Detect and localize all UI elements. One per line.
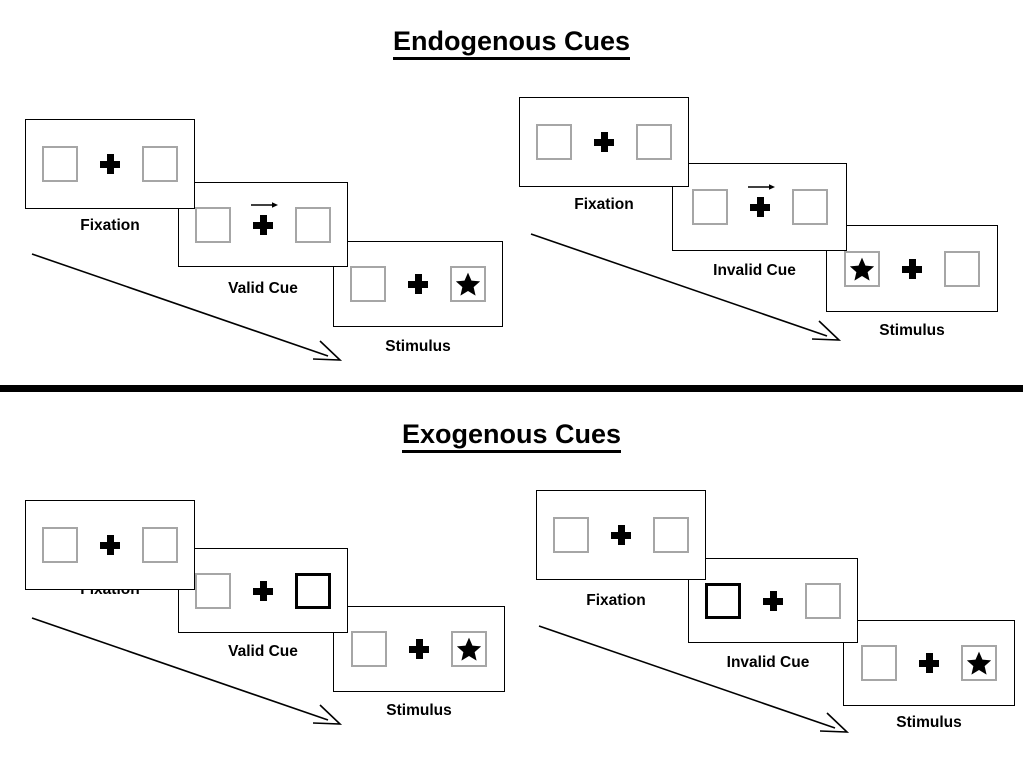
panel-endogenous-valid-fixation — [25, 119, 195, 209]
right-box-with-target — [450, 266, 486, 302]
plus-icon — [408, 274, 428, 294]
right-box-with-target — [961, 645, 997, 681]
plus-icon — [594, 132, 614, 152]
panel-label-exogenous-invalid-stimulus: Stimulus — [896, 714, 962, 731]
section-title-endogenous: Endogenous Cues — [0, 26, 1023, 60]
arrow-right-icon — [747, 184, 775, 190]
panel-label-endogenous-valid-stimulus: Stimulus — [385, 338, 451, 355]
right-box — [944, 250, 980, 287]
plus-icon — [253, 214, 273, 235]
left-box — [350, 266, 386, 302]
arrow-right-icon — [251, 201, 278, 208]
panel-label-exogenous-valid-cue: Valid Cue — [228, 643, 298, 660]
panel-label-endogenous-invalid-fixation: Fixation — [574, 196, 634, 213]
left-box — [553, 517, 589, 553]
plus-icon — [253, 580, 273, 601]
panel-exogenous-valid-cue — [178, 548, 348, 633]
panel-exogenous-invalid-stimulus — [843, 620, 1015, 706]
section-divider — [0, 385, 1023, 392]
panel-endogenous-valid-cue — [178, 182, 348, 267]
panel-label-endogenous-invalid-cue: Invalid Cue — [713, 262, 796, 279]
panel-endogenous-valid-stimulus — [333, 241, 503, 327]
right-box — [791, 189, 828, 225]
plus-icon — [919, 653, 939, 673]
section-title-exogenous-text: Exogenous Cues — [401, 419, 622, 453]
central-cue — [747, 184, 775, 217]
panel-label-exogenous-invalid-cue: Invalid Cue — [726, 654, 810, 671]
plus-icon — [100, 535, 120, 555]
central-cue — [251, 201, 278, 235]
right-box — [653, 517, 689, 553]
plus-icon — [611, 525, 631, 545]
left-box-cued — [705, 582, 741, 619]
right-box — [805, 582, 841, 619]
left-box — [42, 527, 78, 563]
panel-exogenous-invalid-fixation — [536, 490, 706, 580]
left-box-with-target — [844, 250, 880, 287]
left-box — [42, 146, 78, 182]
star-icon — [849, 257, 875, 281]
left-box — [536, 124, 572, 160]
right-box-cued — [295, 572, 331, 609]
panel-label-exogenous-valid-stimulus: Stimulus — [386, 702, 452, 719]
right-box — [142, 527, 178, 563]
panel-exogenous-valid-fixation — [25, 500, 195, 590]
star-icon — [456, 637, 482, 661]
panel-label-endogenous-valid-cue: Valid Cue — [228, 280, 298, 297]
left-box — [861, 645, 897, 681]
right-box — [142, 146, 178, 182]
panel-endogenous-invalid-stimulus — [826, 225, 998, 312]
left-box — [351, 631, 387, 667]
panel-exogenous-invalid-cue — [688, 558, 858, 643]
panel-endogenous-invalid-fixation — [519, 97, 689, 187]
section-title-exogenous: Exogenous Cues — [0, 419, 1023, 453]
panel-endogenous-invalid-cue — [672, 163, 847, 251]
panel-label-endogenous-valid-fixation: Fixation — [80, 217, 140, 234]
panel-label-endogenous-invalid-stimulus: Stimulus — [879, 322, 945, 339]
star-icon — [455, 272, 481, 296]
left-box — [195, 206, 231, 243]
plus-icon — [763, 590, 783, 611]
right-box — [295, 206, 331, 243]
plus-icon — [902, 258, 922, 279]
plus-icon — [100, 154, 120, 174]
right-box — [636, 124, 672, 160]
plus-icon — [749, 197, 770, 217]
star-icon — [966, 651, 992, 675]
left-box — [691, 189, 728, 225]
panel-label-exogenous-invalid-fixation: Fixation — [586, 592, 646, 609]
left-box — [195, 572, 231, 609]
right-box-with-target — [451, 631, 487, 667]
plus-icon — [409, 639, 429, 659]
panel-exogenous-valid-stimulus — [333, 606, 505, 692]
section-title-endogenous-text: Endogenous Cues — [392, 26, 630, 60]
